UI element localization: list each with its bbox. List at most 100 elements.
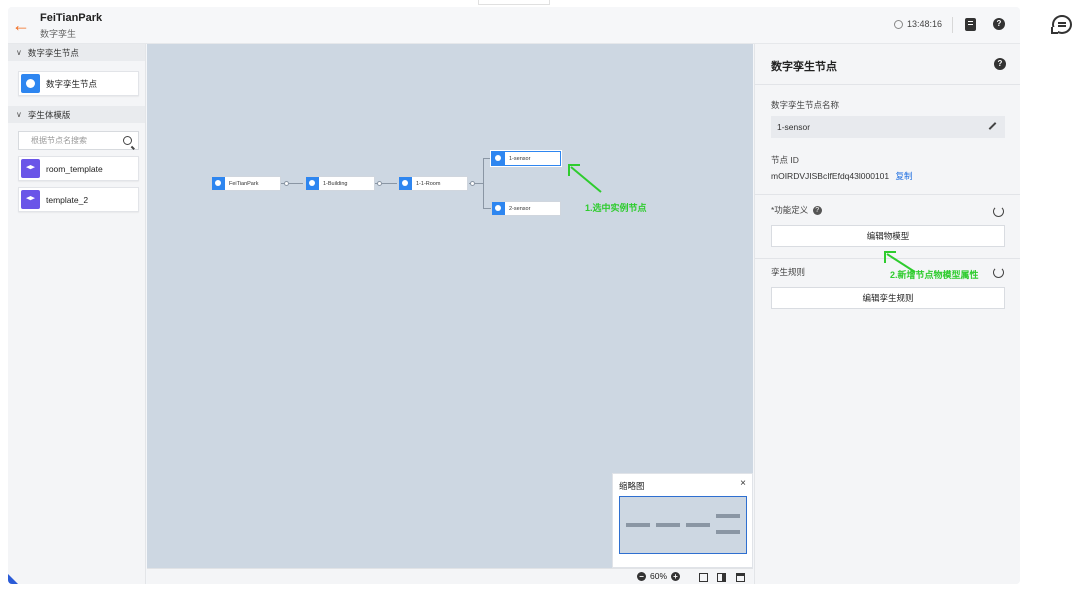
pencil-icon[interactable] <box>987 121 997 131</box>
search-placeholder: 根据节点名搜索 <box>31 136 87 145</box>
minimap-node <box>626 523 650 527</box>
edit-model-button[interactable]: 编辑物模型 <box>771 225 1005 247</box>
page-title: FeiTianPark <box>40 12 103 24</box>
template-icon <box>21 190 40 209</box>
app-window: ← FeiTianPark 数字孪生 13:48:16 ? ∨ 数字孪生节点 数… <box>8 7 1020 584</box>
template-card[interactable]: room_template <box>18 156 139 181</box>
edit-rule-button[interactable]: 编辑孪生规则 <box>771 287 1005 309</box>
node-icon <box>212 177 225 190</box>
tree-node-room[interactable]: 1-1-Room <box>398 176 468 191</box>
twin-rule-label: 孪生规则 <box>771 267 806 277</box>
close-icon[interactable]: × <box>740 478 746 489</box>
panel-title: 数字孪生节点 <box>771 61 837 73</box>
node-name-label: 数字孪生节点名称 <box>771 100 840 110</box>
node-id-label: 节点 ID <box>771 155 799 165</box>
node-label: 1-Building <box>323 180 348 187</box>
panel-toggle-icon[interactable] <box>717 573 726 582</box>
node-id-value: mOIRDVJISBcIfEfdq43l000101 <box>771 171 890 181</box>
node-icon <box>492 202 505 215</box>
zoom-control: − 60% + <box>637 571 681 581</box>
node-id: mOIRDVJISBcIfEfdq43l000101 复制 <box>771 170 913 182</box>
minimap-title: 缩略图 <box>619 481 645 491</box>
minimap-viewport[interactable] <box>619 496 747 554</box>
clock-icon <box>894 19 903 29</box>
divider <box>755 84 1020 85</box>
zoom-in-icon[interactable]: + <box>671 571 681 581</box>
node-label: 1-sensor <box>509 155 531 162</box>
template-label: template_2 <box>46 194 89 205</box>
section-label: 孪生体模版 <box>27 109 71 120</box>
tree-node-sensor2[interactable]: 2-sensor <box>491 201 561 216</box>
divider <box>755 194 1020 195</box>
twin-node-card-label: 数字孪生节点 <box>46 78 98 89</box>
function-definition-text: *功能定义 <box>771 205 809 215</box>
zoom-level: 60% <box>650 571 668 581</box>
node-name-value: 1-sensor <box>777 122 811 132</box>
node-icon <box>399 177 412 190</box>
zoom-out-icon[interactable]: − <box>637 571 646 581</box>
template-card[interactable]: template_2 <box>18 187 139 212</box>
refresh-icon[interactable] <box>993 267 1004 278</box>
tree-node-sensor1[interactable]: 1-sensor <box>491 151 561 166</box>
table-view-icon[interactable] <box>736 573 745 582</box>
properties-panel: 数字孪生节点 ? 数字孪生节点名称 1-sensor 节点 ID mOIRDVJ… <box>754 44 1020 584</box>
minimap-node <box>656 523 680 527</box>
chevron-down-icon: ∨ <box>16 48 22 57</box>
corner-marker <box>8 574 18 584</box>
help-icon[interactable]: ? <box>994 58 1006 70</box>
header-divider <box>952 17 953 33</box>
clock-time: 13:48:16 <box>907 19 943 29</box>
search-input[interactable]: 根据节点名搜索 <box>18 131 139 150</box>
canvas-toolbar: − 60% + <box>147 568 753 584</box>
sidebar: ∨ 数字孪生节点 数字孪生节点 ∨ 孪生体模版 根据节点名搜索 room_tem… <box>8 44 146 584</box>
question-icon[interactable]: ? <box>812 206 822 216</box>
node-label: FeiTianPark <box>229 180 259 187</box>
minimap[interactable]: 缩略图 × <box>612 473 753 568</box>
page-subtitle: 数字孪生 <box>40 29 77 39</box>
chevron-down-icon: ∨ <box>16 110 22 119</box>
chat-icon[interactable] <box>1051 15 1072 34</box>
divider <box>755 258 1020 259</box>
document-icon[interactable] <box>965 18 976 31</box>
port-dot[interactable] <box>284 181 289 186</box>
node-label: 1-1-Room <box>416 180 441 187</box>
edge <box>281 183 303 184</box>
back-arrow-icon[interactable]: ← <box>12 15 30 35</box>
annotation-select-node: 1.选中实例节点 <box>585 203 647 213</box>
help-icon[interactable]: ? <box>993 18 1005 30</box>
clock: 13:48:16 <box>894 19 942 29</box>
twin-node-card[interactable]: 数字孪生节点 <box>18 71 139 96</box>
fit-view-icon[interactable] <box>699 573 708 582</box>
edge <box>469 183 483 184</box>
node-label: 2-sensor <box>509 205 531 212</box>
top-tab <box>478 0 550 5</box>
graph-canvas[interactable]: FeiTianPark 1-Building 1-1-Room 1-sensor… <box>147 44 753 568</box>
port-dot[interactable] <box>377 181 382 186</box>
template-icon <box>21 159 40 178</box>
annotation-arrow <box>884 251 916 273</box>
port-dot[interactable] <box>470 181 475 186</box>
node-icon <box>306 177 319 190</box>
twin-node-icon <box>21 74 40 93</box>
edge <box>483 158 491 159</box>
section-templates[interactable]: ∨ 孪生体模版 <box>8 106 145 123</box>
minimap-node <box>716 530 740 534</box>
search-icon[interactable] <box>123 136 132 145</box>
refresh-icon[interactable] <box>993 206 1004 217</box>
annotation-add-property: 2.新增节点物模型属性 <box>890 270 979 280</box>
node-name-field[interactable]: 1-sensor <box>771 116 1005 138</box>
copy-link[interactable]: 复制 <box>895 171 913 181</box>
section-label: 数字孪生节点 <box>27 47 79 58</box>
tree-node-building[interactable]: 1-Building <box>305 176 375 191</box>
header: ← FeiTianPark 数字孪生 13:48:16 ? <box>8 7 1020 44</box>
template-label: room_template <box>46 163 103 174</box>
edge <box>483 208 491 209</box>
function-definition-label: *功能定义 ? <box>771 204 822 216</box>
edge <box>483 158 484 208</box>
node-icon <box>492 152 505 165</box>
section-twin-nodes[interactable]: ∨ 数字孪生节点 <box>8 44 145 61</box>
minimap-node <box>716 514 740 518</box>
edge <box>375 183 397 184</box>
tree-node-root[interactable]: FeiTianPark <box>211 176 281 191</box>
annotation-arrow <box>568 164 602 193</box>
